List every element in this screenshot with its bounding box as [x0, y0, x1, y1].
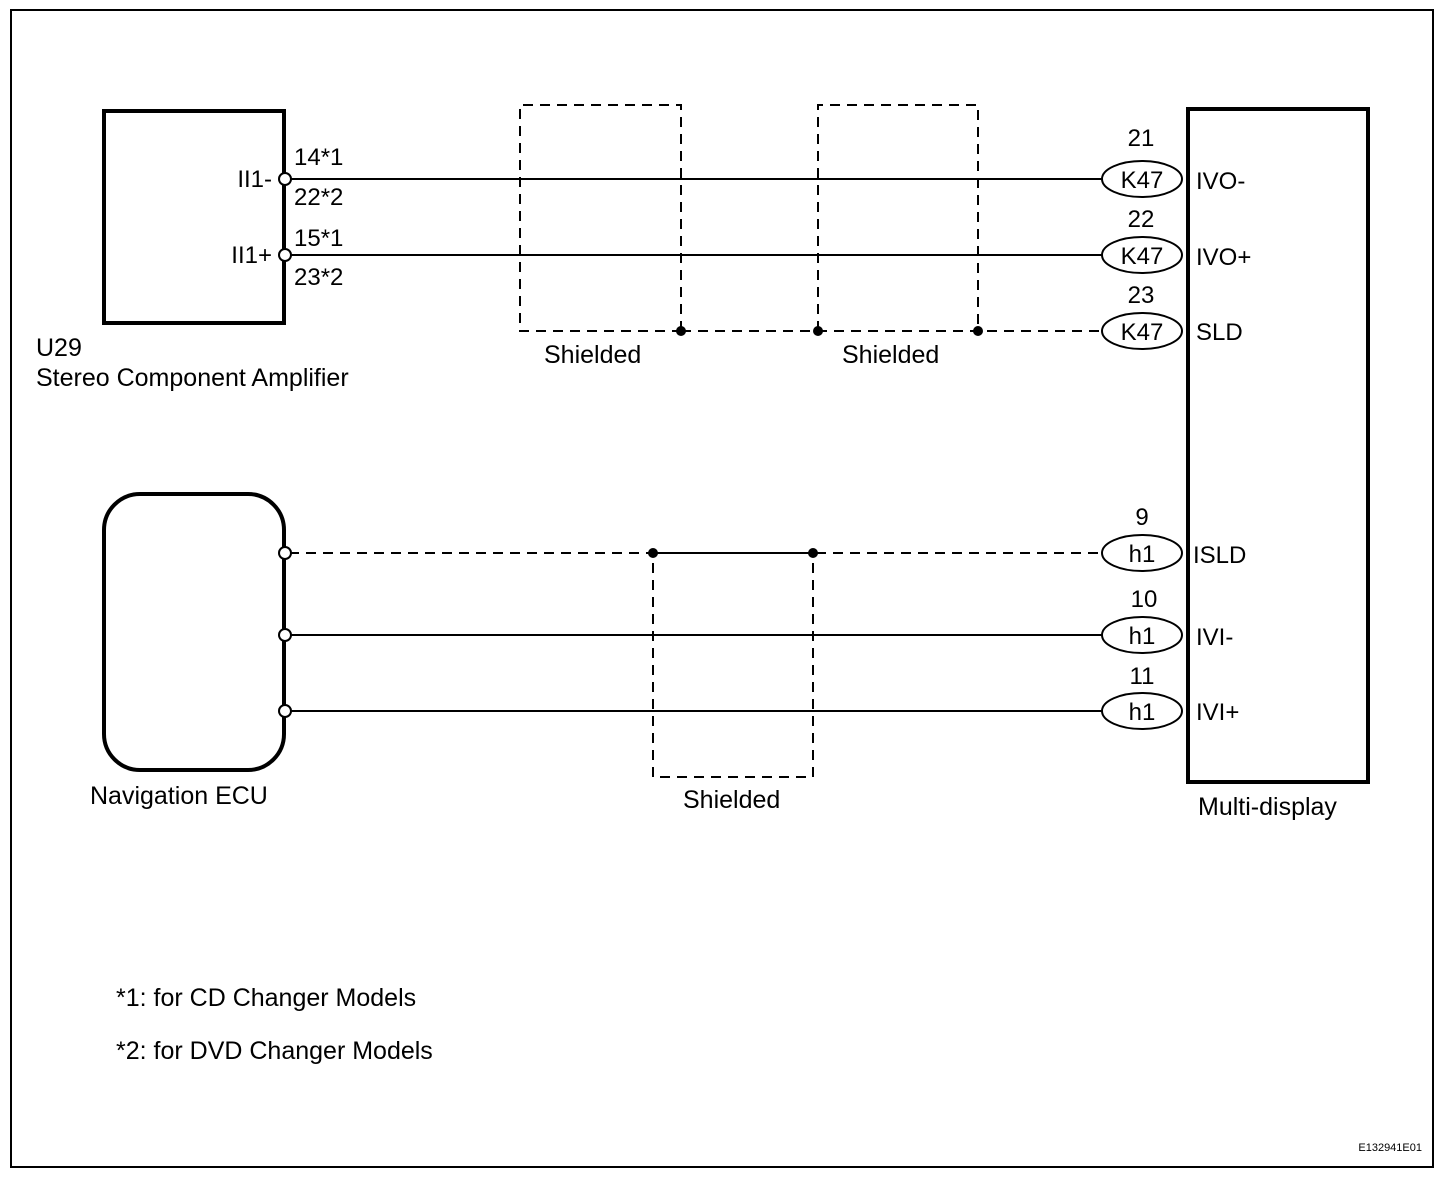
connector-ivi-plus: 11 h1 IVI+: [1101, 663, 1239, 730]
shield-box-upper-left: [519, 104, 682, 332]
connector-pin-number: 10: [1131, 586, 1158, 613]
footnote-dvd: *2: for DVD Changer Models: [116, 1037, 433, 1065]
multi-display-label: Multi-display: [1198, 793, 1337, 821]
navigation-ecu-block: Navigation ECU: [90, 492, 286, 810]
connector-pin-number: 21: [1128, 125, 1155, 152]
amp-pin-number-dvd: 23*2: [294, 264, 343, 291]
figure-code: E132941E01: [1358, 1142, 1422, 1154]
terminal-name: IVI+: [1196, 699, 1239, 726]
multi-display-box: [1186, 107, 1370, 784]
navigation-ecu-label: Navigation ECU: [90, 782, 268, 810]
connector-code: K47: [1121, 167, 1164, 194]
terminal-circle: [278, 546, 292, 560]
terminal-circle: [278, 628, 292, 642]
amplifier-block: U29 Stereo Component Amplifier II1- 14*1…: [36, 109, 349, 392]
connector-code: h1: [1129, 541, 1156, 568]
connector-code: K47: [1121, 319, 1164, 346]
shield-box-lower: [652, 552, 814, 778]
connector-pin-number: 22: [1128, 206, 1155, 233]
connector-pin-number: 9: [1135, 504, 1148, 531]
amp-pin-name-ii1-plus: II1+: [231, 242, 272, 269]
amp-pin-name-ii1-minus: II1-: [237, 166, 272, 193]
terminal-name: ISLD: [1193, 542, 1246, 569]
terminal-circle: [278, 248, 292, 262]
connector-ivi-minus: 10 h1 IVI-: [1101, 586, 1233, 654]
connector-isld: 9 h1 ISLD: [1101, 504, 1246, 572]
footnote-cd: *1: for CD Changer Models: [116, 984, 416, 1012]
amplifier-code: U29: [36, 334, 82, 362]
shielded-label: Shielded: [544, 341, 641, 369]
shield-junction-dot: [973, 326, 983, 336]
terminal-circle: [278, 172, 292, 186]
terminal-name: SLD: [1196, 319, 1243, 346]
shield-box-upper-right: [817, 104, 979, 331]
connector-pin-number: 11: [1130, 663, 1155, 690]
connector-ivo-plus: 22 K47 IVO+: [1101, 206, 1251, 274]
shield-junction-dot: [676, 326, 686, 336]
connector-pin-number: 23: [1128, 282, 1155, 309]
shield-junction-dot: [648, 548, 658, 558]
terminal-circle: [278, 704, 292, 718]
amp-pin-number-cd: 15*1: [294, 225, 343, 252]
connector-code: K47: [1121, 243, 1164, 270]
navigation-ecu-box: [102, 492, 286, 772]
terminal-name: IVO-: [1196, 168, 1245, 195]
amplifier-box: [102, 109, 286, 325]
terminal-name: IVO+: [1196, 244, 1251, 271]
shielded-label: Shielded: [683, 786, 780, 814]
amp-pin-number-cd: 14*1: [294, 144, 343, 171]
connector-sld: 23 K47 SLD: [1101, 282, 1243, 350]
connector-ivo-minus: 21 K47 IVO-: [1101, 125, 1245, 198]
terminal-name: IVI-: [1196, 624, 1233, 651]
connector-code: h1: [1129, 623, 1156, 650]
shielded-label: Shielded: [842, 341, 939, 369]
shield-junction-dot: [808, 548, 818, 558]
connector-code: h1: [1129, 699, 1156, 726]
amplifier-name: Stereo Component Amplifier: [36, 364, 349, 392]
diagram-frame: [10, 9, 1434, 1168]
shield-junction-dot: [813, 326, 823, 336]
multi-display-block: Multi-display: [1186, 107, 1370, 821]
amp-pin-number-dvd: 22*2: [294, 184, 343, 211]
